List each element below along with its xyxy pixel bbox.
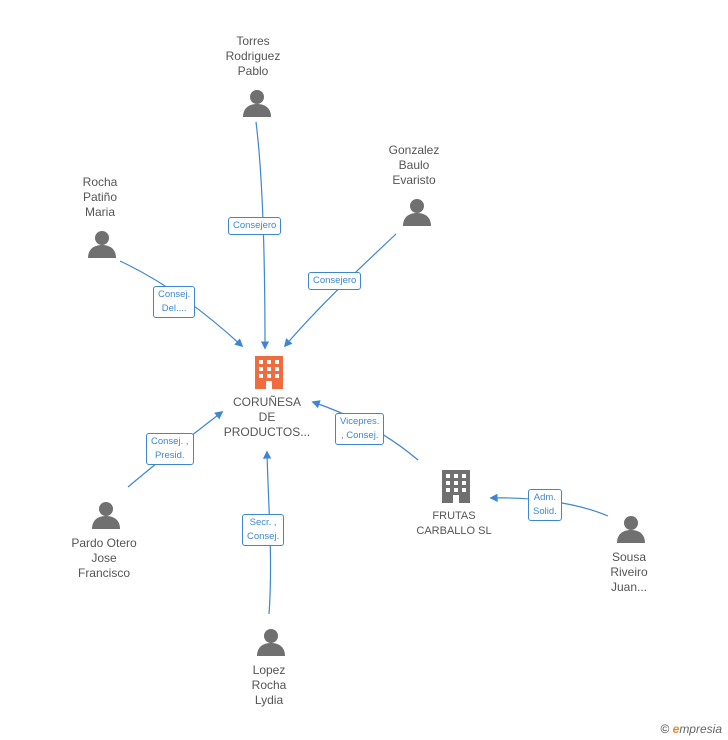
- node-line: Baulo: [398, 158, 430, 172]
- node-line: Pardo Otero: [71, 536, 137, 550]
- node-label-company-frutas[interactable]: FRUTAS CARBALLO SL: [394, 509, 514, 539]
- node-line: FRUTAS: [432, 510, 476, 522]
- edge-line: Consejero: [233, 220, 277, 231]
- node-line: Patiño: [82, 190, 118, 204]
- node-line: Rocha: [251, 678, 287, 692]
- person-icon[interactable]: [617, 516, 645, 543]
- node-line: Torres: [236, 34, 270, 48]
- node-line: Francisco: [77, 566, 130, 580]
- person-icon[interactable]: [92, 502, 120, 529]
- node-label-pardo[interactable]: Pardo Otero Jose Francisco: [44, 536, 164, 581]
- edge-label-torres[interactable]: Consejero: [228, 217, 282, 235]
- node-line: Maria: [84, 205, 115, 219]
- copyright-notice: © empresia: [660, 722, 722, 736]
- building-icon[interactable]: [255, 356, 283, 389]
- node-label-sousa[interactable]: Sousa Riveiro Juan...: [569, 550, 689, 595]
- edge-line: Vicepres.: [340, 416, 380, 427]
- edge-label-gonzalez[interactable]: Consejero: [308, 272, 362, 290]
- node-line: Rodriguez: [225, 49, 281, 63]
- node-line: Gonzalez: [388, 143, 440, 157]
- node-line: PRODUCTOS...: [223, 425, 311, 439]
- edge-line: Solid.: [533, 506, 557, 517]
- node-label-torres[interactable]: Torres Rodriguez Pablo: [193, 34, 313, 79]
- node-line: DE: [258, 410, 276, 424]
- node-line: CARBALLO SL: [416, 525, 492, 537]
- node-line: Pablo: [237, 64, 269, 78]
- node-line: Juan...: [610, 580, 648, 594]
- edge-label-sousa[interactable]: Adm. Solid.: [528, 489, 562, 521]
- brand-logo-text: mpresia: [679, 722, 722, 736]
- node-line: Lopez: [252, 663, 286, 677]
- person-icon[interactable]: [257, 629, 285, 656]
- copyright-symbol: ©: [660, 722, 670, 736]
- edge-line: Secr. ,: [249, 517, 277, 528]
- edge-line: Presid.: [154, 450, 185, 461]
- edge-label-lopez[interactable]: Secr. , Consej.: [242, 514, 285, 546]
- node-line: Lydia: [254, 693, 284, 707]
- node-line: Riveiro: [610, 565, 648, 579]
- edge-label-frutas[interactable]: Vicepres. , Consej.: [335, 413, 385, 445]
- edge-gonzalez-to-company: [283, 233, 397, 348]
- person-icon[interactable]: [403, 199, 431, 226]
- node-line: Evaristo: [392, 173, 436, 187]
- building-icon[interactable]: [442, 470, 470, 503]
- edge-line: Consej.: [158, 289, 191, 300]
- edge-label-rocha[interactable]: Consej. Del....: [153, 286, 196, 318]
- node-line: Jose: [91, 551, 117, 565]
- person-icon[interactable]: [88, 231, 116, 258]
- node-label-lopez[interactable]: Lopez Rocha Lydia: [209, 663, 329, 708]
- edge-line: Consej.: [247, 531, 280, 542]
- edge-label-pardo[interactable]: Consej. , Presid.: [146, 433, 194, 465]
- node-line: Sousa: [611, 550, 647, 564]
- edge-line: Consejero: [313, 275, 357, 286]
- edge-line: Del....: [161, 303, 187, 314]
- node-label-company-main[interactable]: CORUÑESA DE PRODUCTOS...: [207, 395, 327, 440]
- edge-line: , Consej.: [340, 430, 379, 441]
- node-label-rocha[interactable]: Rocha Patiño Maria: [40, 175, 160, 220]
- edge-torres-to-company: [255, 121, 270, 350]
- person-icon[interactable]: [243, 90, 271, 117]
- node-line: CORUÑESA: [232, 395, 301, 409]
- edge-line: Adm.: [533, 492, 556, 503]
- brand-logo-initial: e: [672, 722, 680, 736]
- node-line: Rocha: [82, 175, 118, 189]
- edge-line: Consej. ,: [151, 436, 189, 447]
- node-label-gonzalez[interactable]: Gonzalez Baulo Evaristo: [354, 143, 474, 188]
